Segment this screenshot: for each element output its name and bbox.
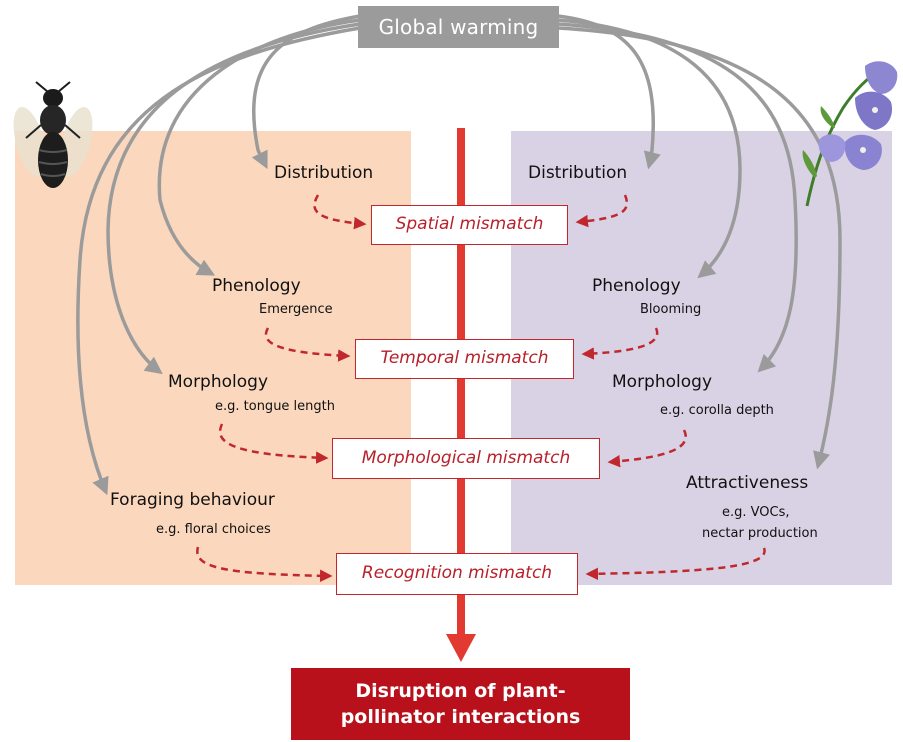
- right-morphology-sub: e.g. corolla depth: [660, 403, 774, 418]
- right-attractiveness-label: Attractiveness: [686, 473, 809, 493]
- left-distribution-label: Distribution: [274, 163, 374, 183]
- global-warming-box: Global warming: [358, 6, 559, 48]
- left-foraging-sub: e.g. floral choices: [156, 522, 271, 537]
- arrow-right-morphology-morph: [607, 429, 687, 468]
- arrow-right-attractiveness-recognition: [585, 547, 766, 581]
- right-phenology-sub: Blooming: [640, 302, 702, 317]
- right-attractiveness-sub1: e.g. VOCs,: [722, 505, 790, 520]
- disruption-line-1: Disruption of plant-: [355, 680, 566, 702]
- temporal-mismatch-box: Temporal mismatch: [355, 339, 574, 379]
- bellflower-icon: [802, 61, 898, 207]
- arrow-left-foraging-recognition: [196, 546, 333, 583]
- arrow-to-left-morphology: [106, 22, 361, 375]
- disruption-line-2: pollinator interactions: [340, 706, 581, 728]
- left-grey-arrows: [76, 14, 361, 496]
- left-phenology-sub: Emergence: [259, 302, 333, 317]
- recognition-mismatch-box: Recognition mismatch: [336, 553, 578, 595]
- arrow-to-right-morphology: [557, 22, 798, 373]
- right-morphology-label: Morphology: [612, 372, 712, 392]
- arrow-right-phenology-temporal: [581, 327, 659, 360]
- arrow-left-distribution-spatial: [313, 194, 367, 230]
- disruption-box: Disruption of plant- pollinator interact…: [291, 668, 630, 740]
- left-phenology-label: Phenology: [212, 276, 301, 296]
- left-morphology-label: Morphology: [168, 372, 268, 392]
- arrow-right-distribution-spatial: [575, 194, 628, 228]
- arrow-to-right-phenology: [557, 18, 742, 279]
- right-attractiveness-sub2: nectar production: [702, 526, 818, 541]
- spatial-mismatch-box: Spatial mismatch: [371, 205, 568, 245]
- arrow-left-morphology-morph: [219, 423, 329, 464]
- arrow-left-phenology-temporal: [264, 327, 351, 362]
- right-grey-arrows: [557, 14, 842, 470]
- arrow-to-right-attractiveness: [557, 26, 842, 470]
- red-dashed-arrows: [196, 194, 766, 583]
- bee-icon: [13, 81, 93, 188]
- right-phenology-label: Phenology: [592, 276, 681, 296]
- arrow-to-left-phenology: [157, 18, 361, 276]
- plant-panel: [511, 131, 892, 585]
- arrow-to-left-foraging: [76, 26, 361, 496]
- morphological-mismatch-box: Morphological mismatch: [332, 438, 600, 479]
- left-morphology-sub: e.g. tongue length: [215, 399, 335, 414]
- right-distribution-label: Distribution: [528, 163, 628, 183]
- left-foraging-label: Foraging behaviour: [110, 490, 275, 510]
